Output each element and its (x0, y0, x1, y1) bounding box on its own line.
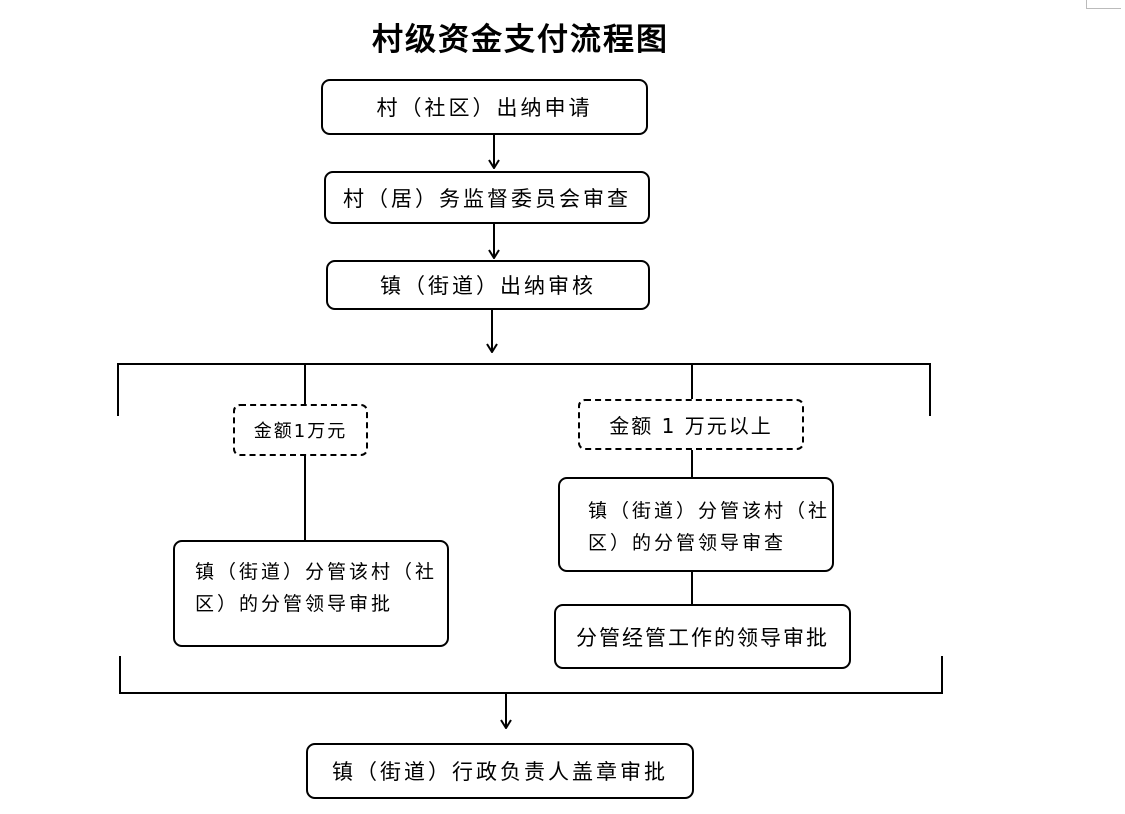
step-final-approval: 镇（街道）行政负责人盖章审批 (306, 743, 694, 799)
step-town-cashier-audit: 镇（街道）出纳审核 (326, 260, 650, 310)
split-bracket (117, 363, 931, 416)
right-leader-review: 镇（街道）分管该村（社 区）的分管领导审查 (558, 477, 834, 572)
page-title: 村级资金支付流程图 (372, 22, 669, 58)
step-cashier-apply: 村（社区）出纳申请 (321, 79, 648, 135)
left-leader-approval: 镇（街道）分管该村（社 区）的分管领导审批 (173, 540, 449, 647)
right-leader-review-line1: 镇（街道）分管该村（社 (588, 500, 831, 522)
condition-amount-over-1w: 金额 1 万元以上 (578, 399, 804, 450)
right-leader-review-line2: 区）的分管领导审查 (588, 532, 787, 554)
left-leader-approval-line2: 区）的分管领导审批 (195, 593, 394, 615)
condition-amount-1w: 金额1万元 (233, 404, 368, 456)
right-economic-leader-approval: 分管经管工作的领导审批 (554, 604, 851, 669)
merge-bracket (119, 656, 943, 694)
page-corner-mark (1086, 0, 1121, 9)
step-supervision-review: 村（居）务监督委员会审查 (324, 171, 650, 224)
left-leader-approval-line1: 镇（街道）分管该村（社 (195, 561, 438, 583)
